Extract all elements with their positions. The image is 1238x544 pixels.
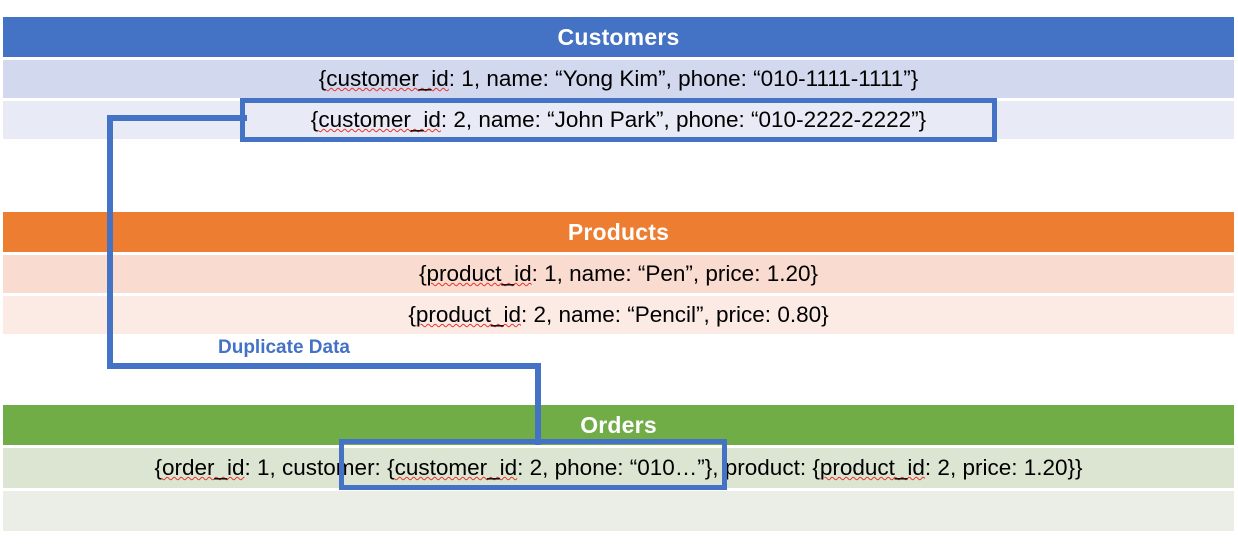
row-seg: : 1, customer: { bbox=[244, 455, 395, 480]
row-seg: : 2, name: “Pencil”, price: 0.80} bbox=[520, 302, 829, 327]
row-seg-misspelled: customer_id bbox=[394, 455, 518, 480]
table-row: {order_id: 1, customer: {customer_id: 2,… bbox=[3, 448, 1234, 488]
row-seg: { bbox=[318, 66, 327, 91]
row-seg-misspelled: order_id bbox=[161, 455, 245, 480]
table-row: {customer_id: 1, name: “Yong Kim”, phone… bbox=[3, 60, 1234, 98]
row-text-products-2: {product_id: 2, name: “Pencil”, price: 0… bbox=[408, 302, 828, 328]
table-title-customers: Customers bbox=[557, 23, 680, 50]
connector-vertical-drop bbox=[535, 363, 541, 445]
row-seg: : 2, price: 1.20}} bbox=[924, 455, 1083, 480]
row-seg-misspelled: product_id bbox=[819, 455, 925, 480]
row-seg-misspelled: customer_id bbox=[318, 107, 441, 132]
table-header-products: Products bbox=[3, 212, 1234, 252]
row-seg-misspelled: customer_id bbox=[326, 66, 449, 91]
row-text-orders-1: {order_id: 1, customer: {customer_id: 2,… bbox=[154, 455, 1082, 481]
row-seg: : 1, name: “Pen”, price: 1.20} bbox=[531, 261, 818, 286]
table-row bbox=[3, 491, 1234, 531]
connector-horizontal-upper bbox=[107, 115, 247, 121]
table-header-orders: Orders bbox=[3, 405, 1234, 445]
row-text-products-1: {product_id: 1, name: “Pen”, price: 1.20… bbox=[419, 261, 818, 287]
connector-vertical-trunk bbox=[107, 115, 113, 369]
row-text-customers-2: {customer_id: 2, name: “John Park”, phon… bbox=[311, 107, 926, 133]
row-seg: : 2, phone: “010…”}, product: { bbox=[517, 455, 820, 480]
table-row: {product_id: 1, name: “Pen”, price: 1.20… bbox=[3, 255, 1234, 293]
row-seg-misspelled: product_id bbox=[415, 302, 521, 327]
row-seg: { bbox=[154, 455, 162, 480]
table-row: {product_id: 2, name: “Pencil”, price: 0… bbox=[3, 296, 1234, 334]
duplicate-data-label: Duplicate Data bbox=[218, 337, 350, 358]
row-text-customers-1: {customer_id: 1, name: “Yong Kim”, phone… bbox=[319, 66, 919, 92]
highlight-box-orders-embedded-customer bbox=[339, 439, 727, 490]
highlight-box-customers-row-2 bbox=[240, 98, 997, 142]
connector-horizontal-lower bbox=[107, 363, 541, 369]
table-header-customers: Customers bbox=[3, 17, 1234, 57]
row-seg: : 1, name: “Yong Kim”, phone: “010-1111-… bbox=[448, 66, 919, 91]
row-seg: : 2, name: “John Park”, phone: “010-2222… bbox=[440, 107, 927, 132]
table-title-products: Products bbox=[567, 218, 670, 245]
row-seg: { bbox=[310, 107, 319, 132]
row-seg: { bbox=[408, 302, 416, 327]
row-seg-misspelled: product_id bbox=[426, 261, 532, 286]
row-seg: { bbox=[419, 261, 427, 286]
table-title-orders: Orders bbox=[580, 411, 657, 438]
